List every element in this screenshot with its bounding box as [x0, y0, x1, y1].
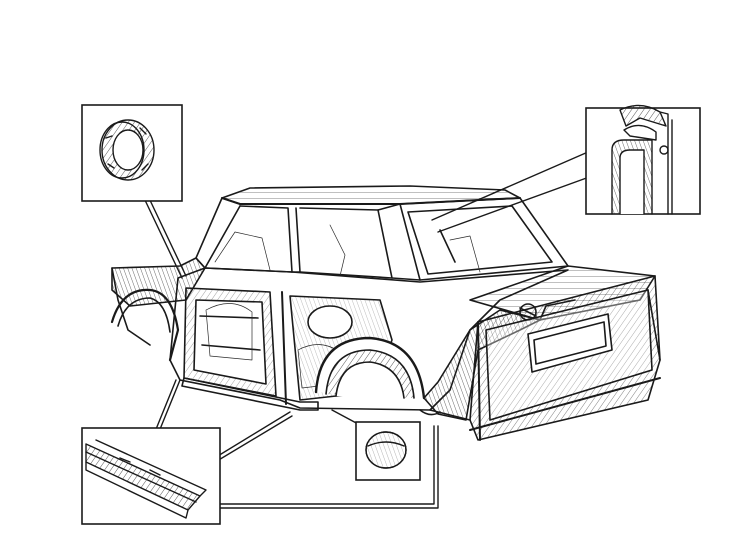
sill-strip-icon [85, 439, 207, 519]
seal-profile-icon [611, 104, 673, 215]
grommet-ring-icon [99, 119, 155, 181]
front-wing-left [111, 257, 206, 307]
leader-lines [143, 151, 593, 509]
callout-door-seal [585, 104, 701, 215]
leader-seal [431, 151, 589, 221]
callout-sill-strip [81, 427, 221, 525]
callout-grommet-ring [81, 104, 183, 202]
rear-window-frame [399, 197, 569, 281]
car-body-shell [110, 185, 661, 441]
leader-grommet [147, 195, 187, 277]
leader-sill-2 [207, 411, 291, 463]
callout-blanking-plug [355, 421, 421, 481]
door-sill [181, 377, 319, 411]
front-wheel-arch [110, 288, 180, 362]
number-plate-recess [527, 313, 613, 373]
blanking-plug-icon [365, 431, 407, 469]
leader-bracket [205, 425, 435, 505]
